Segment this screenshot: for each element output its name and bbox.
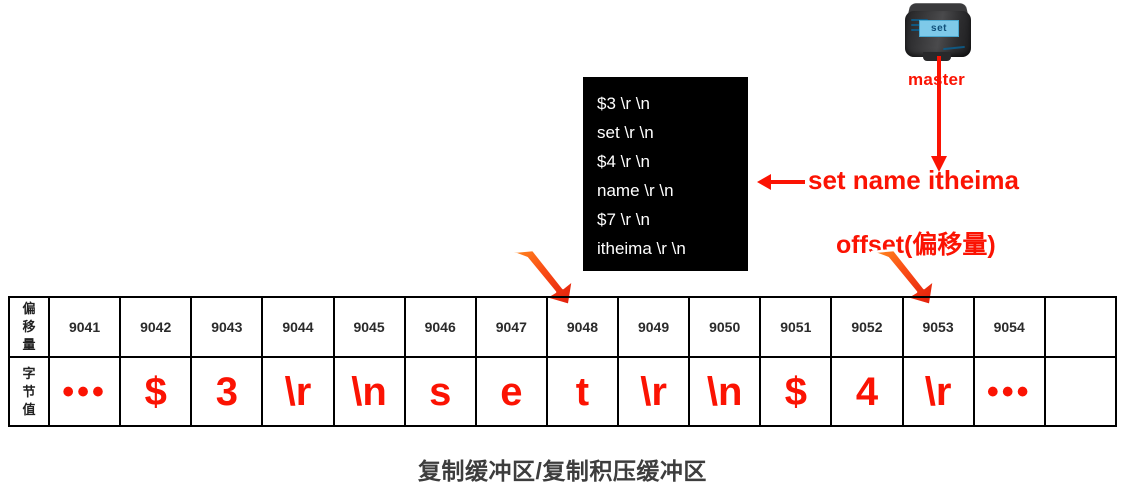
resp-line: name \r \n — [597, 181, 674, 200]
offset-cell: 9052 — [830, 296, 904, 358]
command-to-resp-arrow — [757, 174, 805, 190]
byte-cell: \r — [261, 356, 335, 427]
resp-line: itheima \r \n — [597, 239, 686, 258]
resp-line: set \r \n — [597, 123, 654, 142]
offset-cell: 9054 — [972, 296, 1046, 358]
command-label: set name itheima — [808, 165, 1019, 195]
offset-cell: 9047 — [474, 296, 548, 358]
offset-cell: 9046 — [403, 296, 477, 358]
row-label-char: 节 — [22, 383, 36, 399]
byte-cell: \n — [688, 356, 762, 427]
row-label-char: 偏 — [22, 301, 36, 316]
arrow-shaft — [769, 180, 805, 184]
offset-cell: 9044 — [261, 296, 335, 358]
replication-buffer-table: 偏 移 量 9041 9042 9043 9044 9045 9046 9047… — [8, 296, 1118, 427]
offset-cell: 9049 — [616, 296, 691, 358]
offset-cell-empty — [1043, 296, 1118, 358]
arrow-head — [757, 174, 771, 190]
byte-cell: t — [545, 356, 620, 427]
offset-cell: 9048 — [545, 296, 620, 358]
offset-cell: 9051 — [759, 296, 833, 358]
row-label-char: 量 — [22, 337, 36, 352]
offset-label: offset(偏移量) — [836, 231, 996, 259]
offset-cell: 9053 — [901, 296, 975, 358]
row-label-char: 字 — [22, 365, 36, 381]
row-label-char: 值 — [22, 401, 36, 417]
byte-cell-empty — [1043, 356, 1118, 427]
table-row-bytes: 字 节 值 ••• $ 3 \r \n s e t \r \n $ 4 \r •… — [8, 356, 1118, 427]
byte-cell: s — [403, 356, 477, 427]
arrow-head — [931, 156, 947, 172]
byte-cell: \r — [616, 356, 691, 427]
byte-cell: \r — [901, 356, 975, 427]
arrow-shaft — [937, 56, 941, 160]
resp-line: $4 \r \n — [597, 152, 650, 171]
master-label: master — [908, 70, 965, 89]
offset-cell: 9042 — [119, 296, 193, 358]
diagram-caption: 复制缓冲区/复制积压缓冲区 — [418, 458, 707, 484]
byte-cell: \n — [332, 356, 406, 427]
byte-cell: ••• — [47, 356, 122, 427]
byte-cell: e — [474, 356, 548, 427]
row-label-byte: 字 节 值 — [8, 356, 50, 427]
offset-cell: 9043 — [190, 296, 264, 358]
row-label-char: 移 — [22, 319, 36, 334]
resp-protocol-box: $3 \r \n set \r \n $4 \r \n name \r \n $… — [583, 77, 748, 271]
row-label-offset: 偏 移 量 — [8, 296, 50, 358]
resp-line: $3 \r \n — [597, 94, 650, 113]
table-row-offsets: 偏 移 量 9041 9042 9043 9044 9045 9046 9047… — [8, 296, 1118, 358]
byte-cell: $ — [759, 356, 833, 427]
master-down-arrow — [931, 56, 947, 172]
offset-cell: 9045 — [332, 296, 406, 358]
resp-line: $7 \r \n — [597, 210, 650, 229]
server-slot-icon — [911, 29, 923, 31]
master-server-icon: set — [903, 2, 975, 64]
byte-cell: 4 — [830, 356, 904, 427]
set-command-badge: set — [919, 20, 959, 37]
offset-cell: 9050 — [688, 296, 762, 358]
byte-cell: $ — [119, 356, 193, 427]
offset-cell: 9041 — [47, 296, 122, 358]
byte-cell: ••• — [972, 356, 1046, 427]
byte-cell: 3 — [190, 356, 264, 427]
